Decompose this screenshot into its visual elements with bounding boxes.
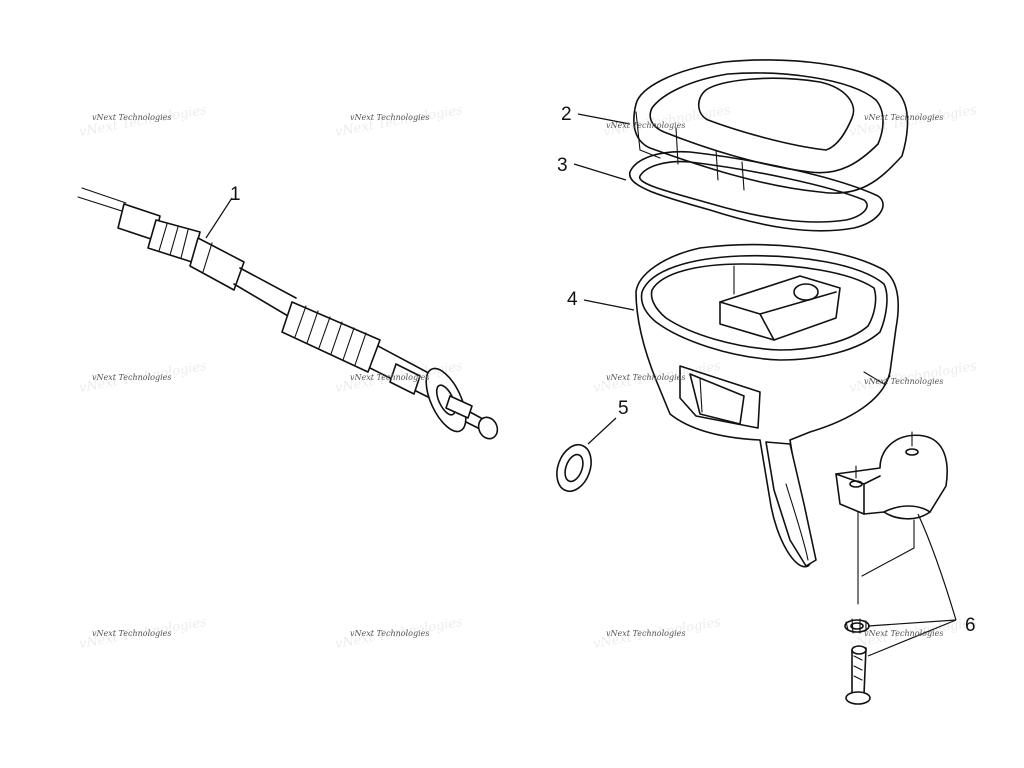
watermark-text: vNext Technologies (606, 121, 685, 130)
watermark-text: vNext Technologies (350, 373, 429, 382)
part-switch-housing (583, 243, 900, 568)
part-clamp-set (835, 431, 957, 705)
watermark-text: vNext Technologies (864, 377, 943, 386)
watermark-text: vNext Technologies (92, 629, 171, 638)
watermark-text: vNext Technologies (350, 629, 429, 638)
watermark-text: vNext Technologies (606, 629, 685, 638)
watermark-text: vNext Technologies (606, 373, 685, 382)
part-o-ring (556, 417, 617, 493)
part-gasket (573, 150, 884, 232)
callout-6: 6 (965, 615, 976, 636)
callout-5: 5 (618, 398, 629, 419)
callout-4: 4 (567, 289, 578, 310)
watermark-text: vNext Technologies (864, 113, 943, 122)
callout-1: 1 (230, 184, 241, 205)
watermark-text: vNext Technologies (92, 373, 171, 382)
callout-3: 3 (557, 155, 568, 176)
part-cover (577, 59, 909, 194)
watermark-text: vNext Technologies (92, 113, 171, 122)
watermark-text: vNext Technologies (864, 629, 943, 638)
callout-2: 2 (561, 104, 572, 125)
watermark-text: vNext Technologies (350, 113, 429, 122)
part-throttle-cable (77, 187, 499, 440)
